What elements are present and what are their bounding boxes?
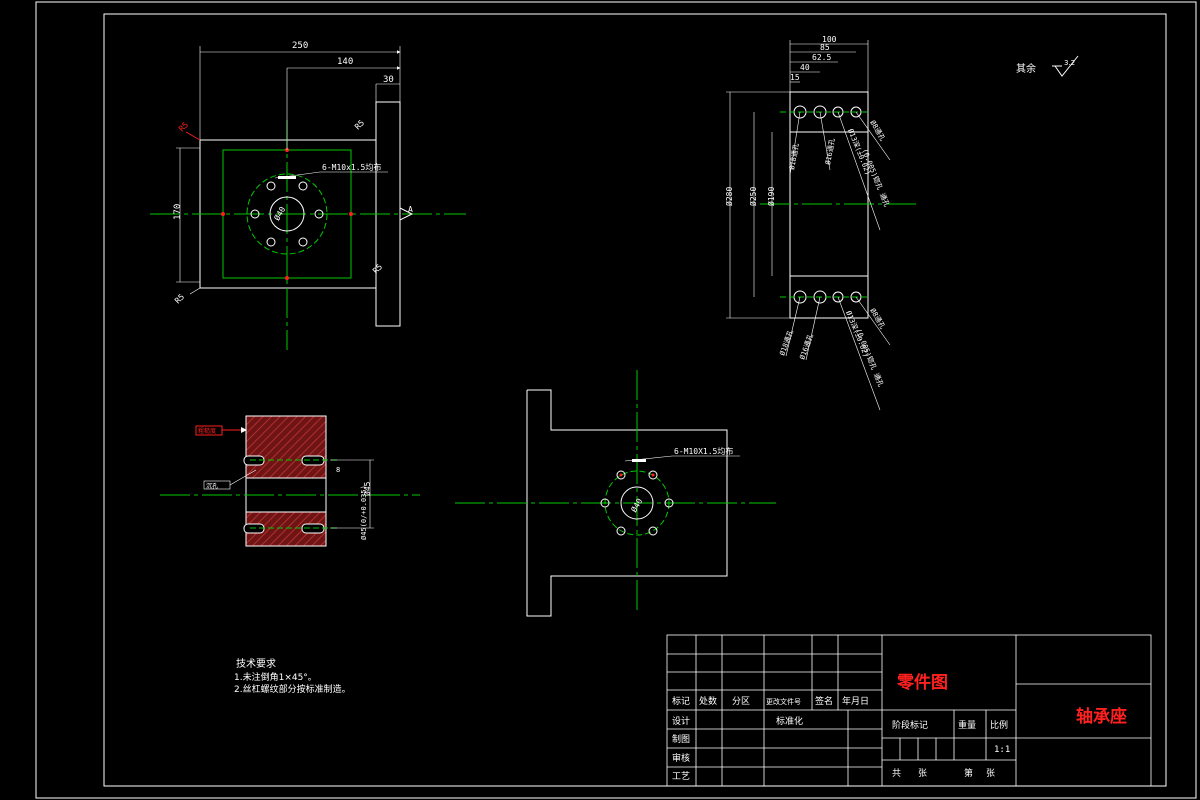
roughness-label: 其余 <box>1016 62 1036 75</box>
roughness-note: 其余 3.2 <box>1016 55 1079 77</box>
hdr-docno: 更改文件号 <box>766 697 801 706</box>
dim-center-offset: 140 <box>337 57 353 67</box>
roughness-value: 3.2 <box>1064 59 1075 67</box>
title-block-text: 零件图 轴承座 标记 处数 分区 更改文件号 签名 年月日 设计 标准化 制图 … <box>672 672 1127 782</box>
chamfer-bottom-left: R5 <box>173 292 186 305</box>
section-view: 粗糙度 沉孔 Ø45 Ø45(0/+0.035) 8 <box>160 415 420 547</box>
tech-requirements: 技术要求 1.未注倒角1×45°。 2.丝杠螺纹部分按标准制造。 <box>234 657 351 695</box>
top-bolt-callout: 6-M10x1.5均布 <box>322 162 381 172</box>
top-view: 250 140 30 170 R5 R5 R5 R5 6-M10x1.5均布 Ø… <box>150 41 466 350</box>
front-view: 6-M10X1.5均布 Ø40 <box>455 370 776 617</box>
row-process: 工艺 <box>672 771 690 782</box>
hole-top-1: Ø18通孔 <box>787 143 800 171</box>
hole-top-4: Ø8通孔 <box>868 119 887 143</box>
hole-bot-2: Ø16通孔 <box>797 333 815 361</box>
dim-190: Ø190 <box>766 187 776 206</box>
part-type: 零件图 <box>896 672 948 693</box>
outer-frame <box>35 1 1197 799</box>
tech-item-1: 1.未注倒角1×45°。 <box>234 671 317 683</box>
hdr-mark: 标记 <box>672 695 690 707</box>
hole-bot-3b: (0.005)锪孔 通孔 <box>854 327 885 388</box>
hdr-date: 年月日 <box>842 695 869 707</box>
sheet-no-label-2: 张 <box>986 768 995 779</box>
dim-flange: 30 <box>383 75 394 85</box>
chamfer-top-right: R5 <box>353 118 366 131</box>
dim-85: 85 <box>820 43 830 52</box>
dim-280: Ø280 <box>724 187 734 206</box>
dim-40: 40 <box>800 63 810 72</box>
hole-top-3b: (0.005)锪孔 通孔 <box>860 147 891 208</box>
section-left-label: 沉孔 <box>206 482 218 490</box>
section-dim-small: 8 <box>336 466 340 474</box>
row-check: 审核 <box>672 752 690 764</box>
section-red-label: 粗糙度 <box>198 427 216 435</box>
stage-mark: 阶段标记 <box>892 719 928 731</box>
section-dim-45: Ø45 <box>362 481 372 496</box>
scale: 比例 <box>990 719 1008 731</box>
tech-item-2: 2.丝杠螺纹部分按标准制造。 <box>234 683 351 695</box>
sheet-no-label: 第 <box>964 767 973 779</box>
dim-height: 170 <box>173 204 183 220</box>
front-bolt-callout: 6-M10X1.5均布 <box>674 446 733 456</box>
dim-15: 15 <box>790 73 800 82</box>
scale-value: 1:1 <box>994 745 1010 755</box>
section-dim-tol: Ø45(0/+0.035) <box>360 485 368 540</box>
dim-100: 100 <box>822 35 837 44</box>
dim-250: Ø250 <box>748 187 758 206</box>
hdr-count: 处数 <box>699 695 717 707</box>
dim-total-width: 250 <box>292 41 308 51</box>
title-block <box>666 634 1152 787</box>
weight: 重量 <box>958 719 976 731</box>
dim-62: 62.5 <box>812 53 831 62</box>
chamfer-bottom-right: R5 <box>371 262 384 275</box>
row-design: 设计 <box>672 715 690 727</box>
total-label: 共 <box>892 768 901 779</box>
sheets-label: 张 <box>918 768 927 779</box>
front-bore-dia: Ø40 <box>629 496 645 514</box>
hdr-sign: 签名 <box>815 695 833 707</box>
top-bore-dia: Ø40 <box>272 205 288 223</box>
inner-frame <box>103 13 1167 787</box>
side-view: 100 85 62.5 40 15 Ø280 Ø250 Ø190 Ø18通孔 Ø… <box>724 35 920 411</box>
row-std: 标准化 <box>776 715 803 727</box>
hole-bot-1: Ø18通孔 <box>777 329 795 357</box>
part-name: 轴承座 <box>1076 706 1127 727</box>
chamfer-top-left: R5 <box>177 120 190 133</box>
row-draw: 制图 <box>672 733 690 745</box>
hdr-zone: 分区 <box>732 696 750 707</box>
datum-label: A <box>408 205 413 214</box>
tech-title: 技术要求 <box>236 657 276 670</box>
